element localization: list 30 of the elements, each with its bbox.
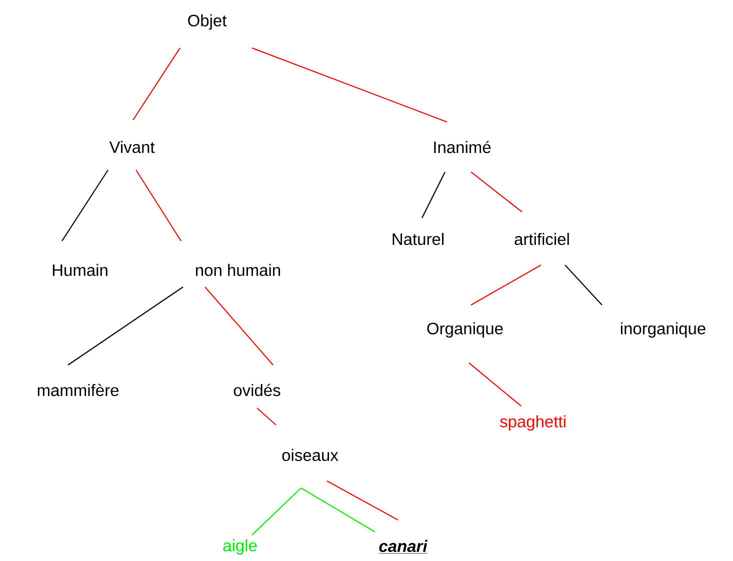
tree-label: inorganique [620,322,706,338]
tree-line [468,362,522,406]
tree-label: Organique [427,322,503,338]
tree-label: artificiel [514,232,569,246]
tree-label: Inanimé [434,140,491,154]
tree-label: aigle [223,539,257,555]
tree-label: Humain [52,264,108,276]
tree-label: oiseaux [282,448,338,462]
tree-line [564,264,602,306]
tree-line [68,286,184,366]
tree-line [422,172,446,218]
tree-line [252,488,302,536]
tree-label: mammifère [38,384,119,396]
tree-line [470,264,542,306]
tree-line [132,48,180,120]
tree-label: Objet [188,14,227,30]
tree-line [136,170,182,242]
tree-label: canari [378,540,428,554]
tree-label: Vivant [109,140,155,154]
tree-line [326,480,398,520]
tree-line [300,488,376,532]
tree-line [204,286,274,366]
tree-line [256,408,276,426]
tree-line [252,47,448,122]
tree-label: spaghetti [500,415,566,431]
tree-label: ovidés [234,384,280,396]
tree-line [62,170,108,242]
tree-label: non humain [196,264,280,276]
tree-label: Naturel [392,232,444,246]
tree-line [470,172,522,212]
